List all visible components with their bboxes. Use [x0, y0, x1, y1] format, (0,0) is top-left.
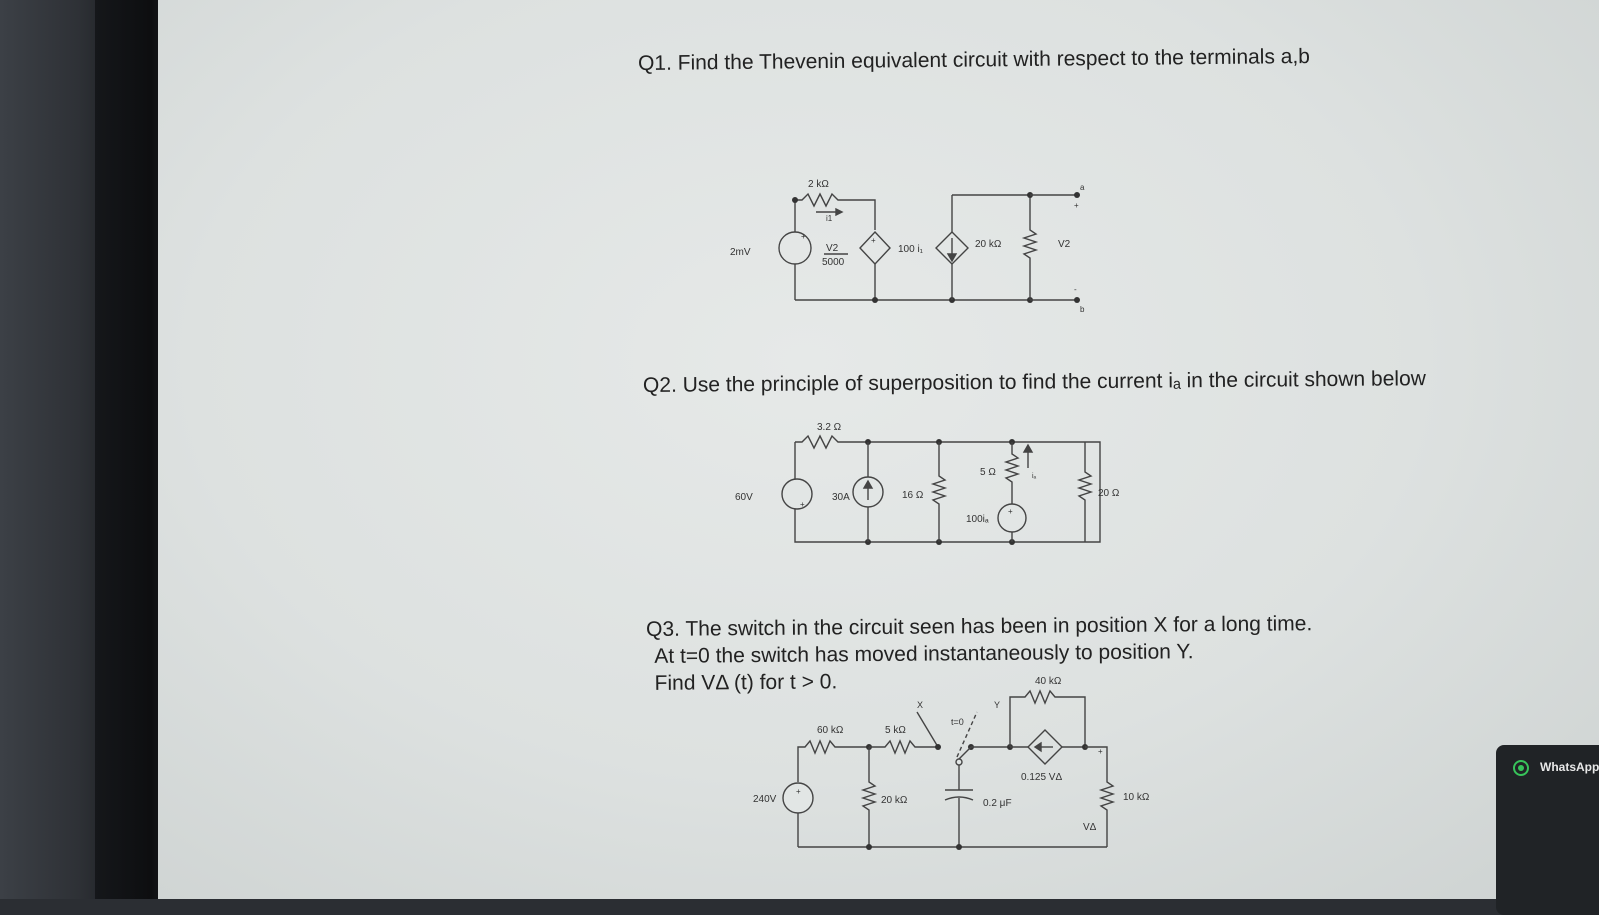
circuit-1-diagram: + + a b + - 2 kΩ i1 2mV V2 5000 100 i₁ 2…: [730, 179, 1085, 314]
whatsapp-icon: [1513, 760, 1529, 776]
capacitor-label: 0.2 μF: [983, 798, 1012, 809]
resistor-5-label: 5 Ω: [980, 467, 996, 478]
switch-t0-label: t=0: [951, 717, 964, 727]
svg-text:+: +: [1008, 507, 1013, 516]
svg-text:+: +: [1074, 201, 1079, 210]
terminal-b-label: b: [1080, 305, 1085, 314]
svg-text:-: -: [1074, 285, 1077, 294]
dep-current-label: 100 i₁: [898, 244, 924, 255]
resistor-20k-label: 20 kΩ: [881, 795, 908, 806]
dep-voltage-num-label: V2: [826, 243, 839, 254]
whatsapp-label: WhatsApp: [1540, 760, 1599, 774]
dep-voltage-den-label: 5000: [822, 257, 845, 268]
switch-x-label: X: [917, 700, 923, 710]
source-30a-label: 30A: [832, 492, 850, 503]
v-delta-label: VΔ: [1083, 822, 1097, 833]
circuit-2-diagram: + + 3.2 Ω 60V 30A 16 Ω 5 Ω iₐ 100iₐ 20 Ω: [735, 422, 1120, 545]
svg-text:+: +: [871, 236, 876, 245]
dep-source-label: 100iₐ: [966, 514, 989, 525]
resistor-20-label: 20 Ω: [1098, 488, 1120, 499]
switch-y-label: Y: [994, 700, 1000, 710]
resistor-5k-label: 5 kΩ: [885, 725, 906, 736]
svg-text:+: +: [796, 787, 801, 796]
resistor-20k-label: 20 kΩ: [975, 239, 1002, 250]
dep-source-label: 0.125 VΔ: [1021, 772, 1062, 783]
resistor-10k-label: 10 kΩ: [1123, 792, 1150, 803]
v2-label: V2: [1058, 239, 1071, 250]
monitor-screen: [158, 0, 1599, 899]
current-ib-label: iₐ: [1032, 473, 1037, 480]
svg-text:+: +: [801, 232, 806, 241]
terminal-a-label: a: [1080, 183, 1085, 192]
svg-text:+: +: [800, 500, 805, 509]
source-60v-label: 60V: [735, 492, 753, 503]
current-i1-label: i1: [826, 214, 833, 223]
source-2mv-label: 2mV: [730, 247, 751, 258]
whatsapp-notification[interactable]: [1496, 745, 1599, 915]
resistor-3-2-label: 3.2 Ω: [817, 422, 842, 433]
resistor-16-label: 16 Ω: [902, 490, 924, 501]
svg-text:+: +: [1098, 747, 1103, 756]
source-240v-label: 240V: [753, 794, 777, 805]
resistor-60k-label: 60 kΩ: [817, 725, 844, 736]
resistor-40k-label: 40 kΩ: [1035, 676, 1062, 687]
circuit-3-diagram: + + 60 kΩ 5 kΩ X Y t=0 40 kΩ 0.125 VΔ 24…: [753, 676, 1150, 850]
resistor-2k-label: 2 kΩ: [808, 179, 829, 190]
